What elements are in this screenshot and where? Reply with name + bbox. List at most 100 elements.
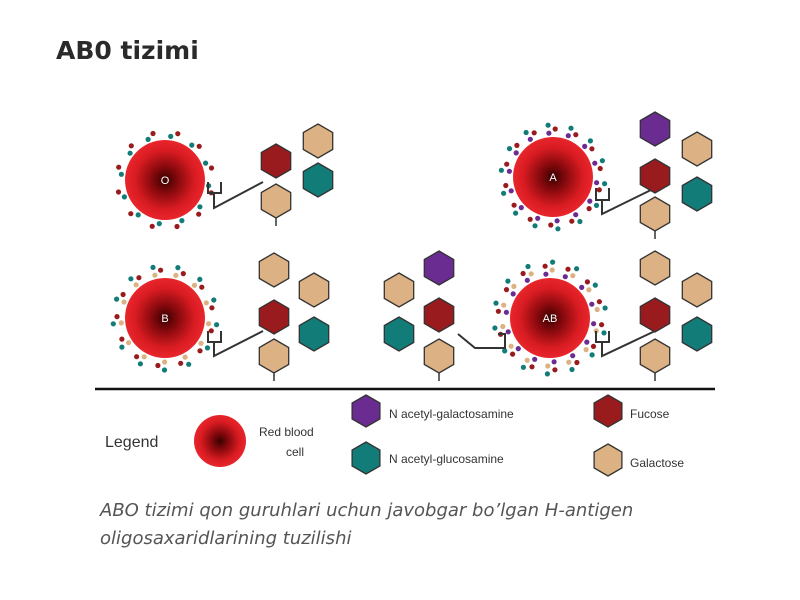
antigen-dot	[591, 321, 597, 327]
ab-galactosamine-hex	[423, 250, 455, 286]
antigen-dot	[551, 359, 557, 365]
o-fucose-hex	[260, 143, 292, 179]
antigen-dot	[509, 351, 516, 357]
b-fucose-hex	[258, 299, 290, 335]
antigen-dot	[119, 336, 125, 342]
legend-galactose-label: Galactose	[630, 456, 684, 470]
antigen-dot	[569, 366, 575, 373]
antigen-dot	[518, 205, 524, 211]
antigen-dot	[505, 278, 511, 284]
antigen-dot	[128, 211, 134, 217]
antigen-dot	[577, 218, 583, 225]
antigen-dot	[602, 181, 608, 187]
antigen-dot	[127, 150, 133, 156]
antigen-dot	[514, 142, 520, 148]
antigen-dot	[498, 167, 504, 173]
connector-ab-right	[595, 330, 656, 358]
antigen-dot	[204, 345, 211, 351]
antigen-dot	[548, 222, 554, 228]
antigen-dot	[214, 322, 220, 328]
antigen-dot	[506, 146, 513, 152]
antigen-dot	[133, 282, 139, 288]
red-blood-cell-a	[513, 137, 593, 217]
antigen-dot	[579, 284, 585, 290]
antigen-dot	[180, 271, 186, 277]
antigen-dot	[535, 215, 541, 221]
antigen-dot	[114, 296, 120, 302]
antigen-dot	[126, 340, 132, 346]
legend-heading: Legend	[105, 434, 158, 451]
legend-red-blood-cell-label-1: Red blood	[259, 425, 314, 439]
antigen-dot	[524, 357, 530, 363]
antigen-dot	[175, 131, 181, 137]
antigen-dot	[152, 272, 158, 278]
b-galactose-hex	[298, 272, 330, 308]
antigen-dot	[162, 359, 168, 365]
antigen-dot	[566, 359, 572, 365]
antigen-dot	[589, 146, 595, 152]
antigen-dot	[150, 130, 156, 137]
antigen-dot	[156, 221, 162, 227]
ab-left-fucose-hex	[423, 297, 455, 333]
antigen-dot	[513, 150, 519, 156]
antigen-dot	[137, 361, 143, 367]
antigen-dot	[209, 305, 215, 311]
legend: Legend Red blood cell N acetyl-galactosa…	[105, 394, 684, 477]
antigen-dot	[592, 160, 598, 166]
antigen-dot	[197, 204, 203, 210]
legend-red-blood-cell-swatch	[194, 415, 246, 467]
antigen-dot	[602, 305, 608, 311]
antigen-dot	[528, 271, 534, 277]
antigen-dot	[569, 218, 575, 224]
ab-right-base-galactose-hex	[639, 338, 671, 374]
antigen-dot	[182, 354, 188, 360]
page-title: AB0 tizimi	[56, 36, 199, 65]
antigen-dot	[511, 202, 517, 208]
antigen-dot	[174, 223, 180, 230]
antigen-dot	[546, 130, 552, 136]
antigen-dot	[513, 210, 519, 216]
antigen-dot	[179, 218, 185, 224]
antigen-dot	[173, 272, 179, 278]
antigen-dot	[544, 371, 551, 377]
b-top-galactose-hex	[258, 252, 290, 288]
antigen-dot	[505, 329, 511, 335]
antigen-dot	[515, 346, 521, 352]
o-base-galactose-hex	[260, 183, 292, 219]
antigen-dot	[119, 344, 125, 350]
antigen-dot	[589, 301, 595, 307]
antigen-dot	[150, 264, 156, 270]
cell-ab-antigens	[492, 259, 608, 377]
antigen-dot	[504, 161, 510, 167]
legend-fucose-label: Fucose	[630, 407, 670, 421]
antigen-dot	[587, 198, 593, 204]
antigen-dot	[583, 347, 589, 353]
antigen-dot	[525, 263, 531, 270]
antigen-dot	[510, 291, 516, 297]
antigen-dot	[592, 282, 598, 288]
cell-o-label: O	[161, 175, 170, 187]
antigen-dot	[492, 325, 498, 331]
antigen-dot	[196, 143, 202, 149]
antigen-dot	[550, 259, 556, 265]
antigen-dot	[158, 267, 164, 273]
antigen-dot	[141, 354, 147, 360]
antigen-dot	[586, 287, 592, 293]
antigen-dot	[503, 182, 509, 189]
antigen-dot	[596, 187, 602, 193]
antigen-dot	[573, 132, 579, 138]
a-glucosamine-hex	[681, 176, 713, 212]
antigen-dot	[573, 212, 579, 218]
cell-ab: AB	[492, 259, 608, 377]
antigen-dot	[115, 189, 122, 195]
cell-a-label: A	[549, 172, 557, 184]
cell-a-antigens	[498, 122, 608, 232]
o-galactose-hex	[302, 123, 334, 159]
a-galactose-hex	[681, 131, 713, 167]
antigen-dot	[495, 308, 501, 314]
antigen-dot	[532, 223, 538, 229]
antigen-dot	[552, 126, 558, 132]
ab-right-fucose-hex	[639, 297, 671, 333]
cell-ab-label: AB	[543, 313, 558, 325]
